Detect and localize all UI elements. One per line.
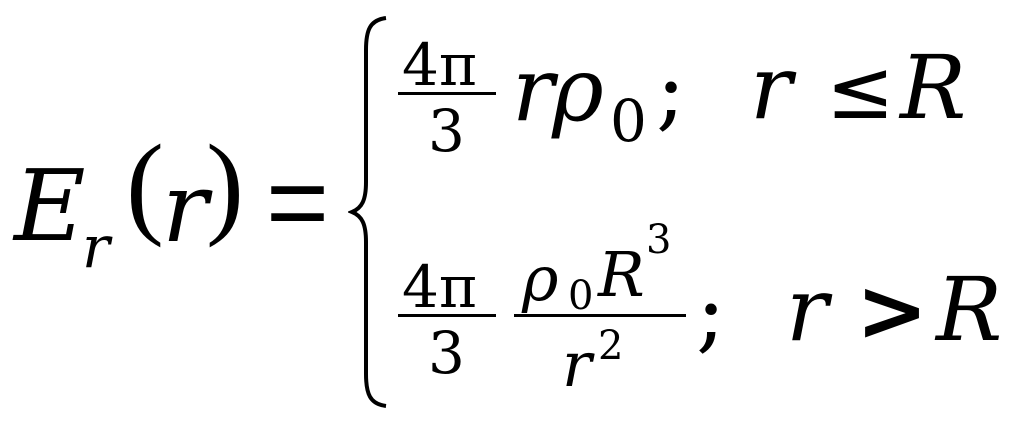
lhs-equals: = (266, 141, 330, 262)
lhs-close-paren: ) (206, 121, 244, 248)
case1-condition-op: ≤ (826, 43, 895, 138)
case1-separator: ; (656, 38, 686, 141)
case1-rho-subscript: 0 (610, 87, 647, 155)
case2-coef-numerator: 4π (402, 253, 478, 321)
curly-brace (348, 16, 387, 408)
case1-condition-var: r (750, 36, 793, 139)
case2-denominator-r-exponent: 2 (598, 323, 624, 369)
case1-factor-r: r (512, 38, 555, 141)
case2-condition-op: > (856, 261, 929, 361)
case2-coef-fraction-bar (398, 314, 496, 317)
case2-numerator-R: R (598, 238, 645, 311)
case1-coef-denominator: 3 (428, 97, 465, 165)
case2-numerator-R-exponent: 3 (646, 217, 672, 263)
case2-coef-denominator: 3 (428, 319, 465, 387)
case1-coef-fraction-bar (398, 92, 496, 95)
case2-numerator-rho-subscript: 0 (568, 273, 594, 319)
case2-condition-var: r (786, 258, 829, 361)
case2-main-fraction-bar (514, 314, 686, 317)
lhs-argument-r: r (162, 152, 208, 264)
lhs-symbol-E: E (14, 150, 86, 264)
lhs-subscript-r: r (82, 213, 110, 281)
case1-factor-rho: ρ (552, 38, 604, 141)
case1-coef-numerator: 4π (402, 31, 478, 99)
case2-separator: ; (696, 260, 726, 363)
case2-condition-bound: R (936, 258, 1003, 361)
case2-denominator-r: r (562, 328, 592, 401)
case1-condition-bound: R (900, 36, 967, 139)
case2-numerator-rho: ρ (522, 242, 559, 315)
lhs-open-paren: ( (126, 121, 164, 248)
